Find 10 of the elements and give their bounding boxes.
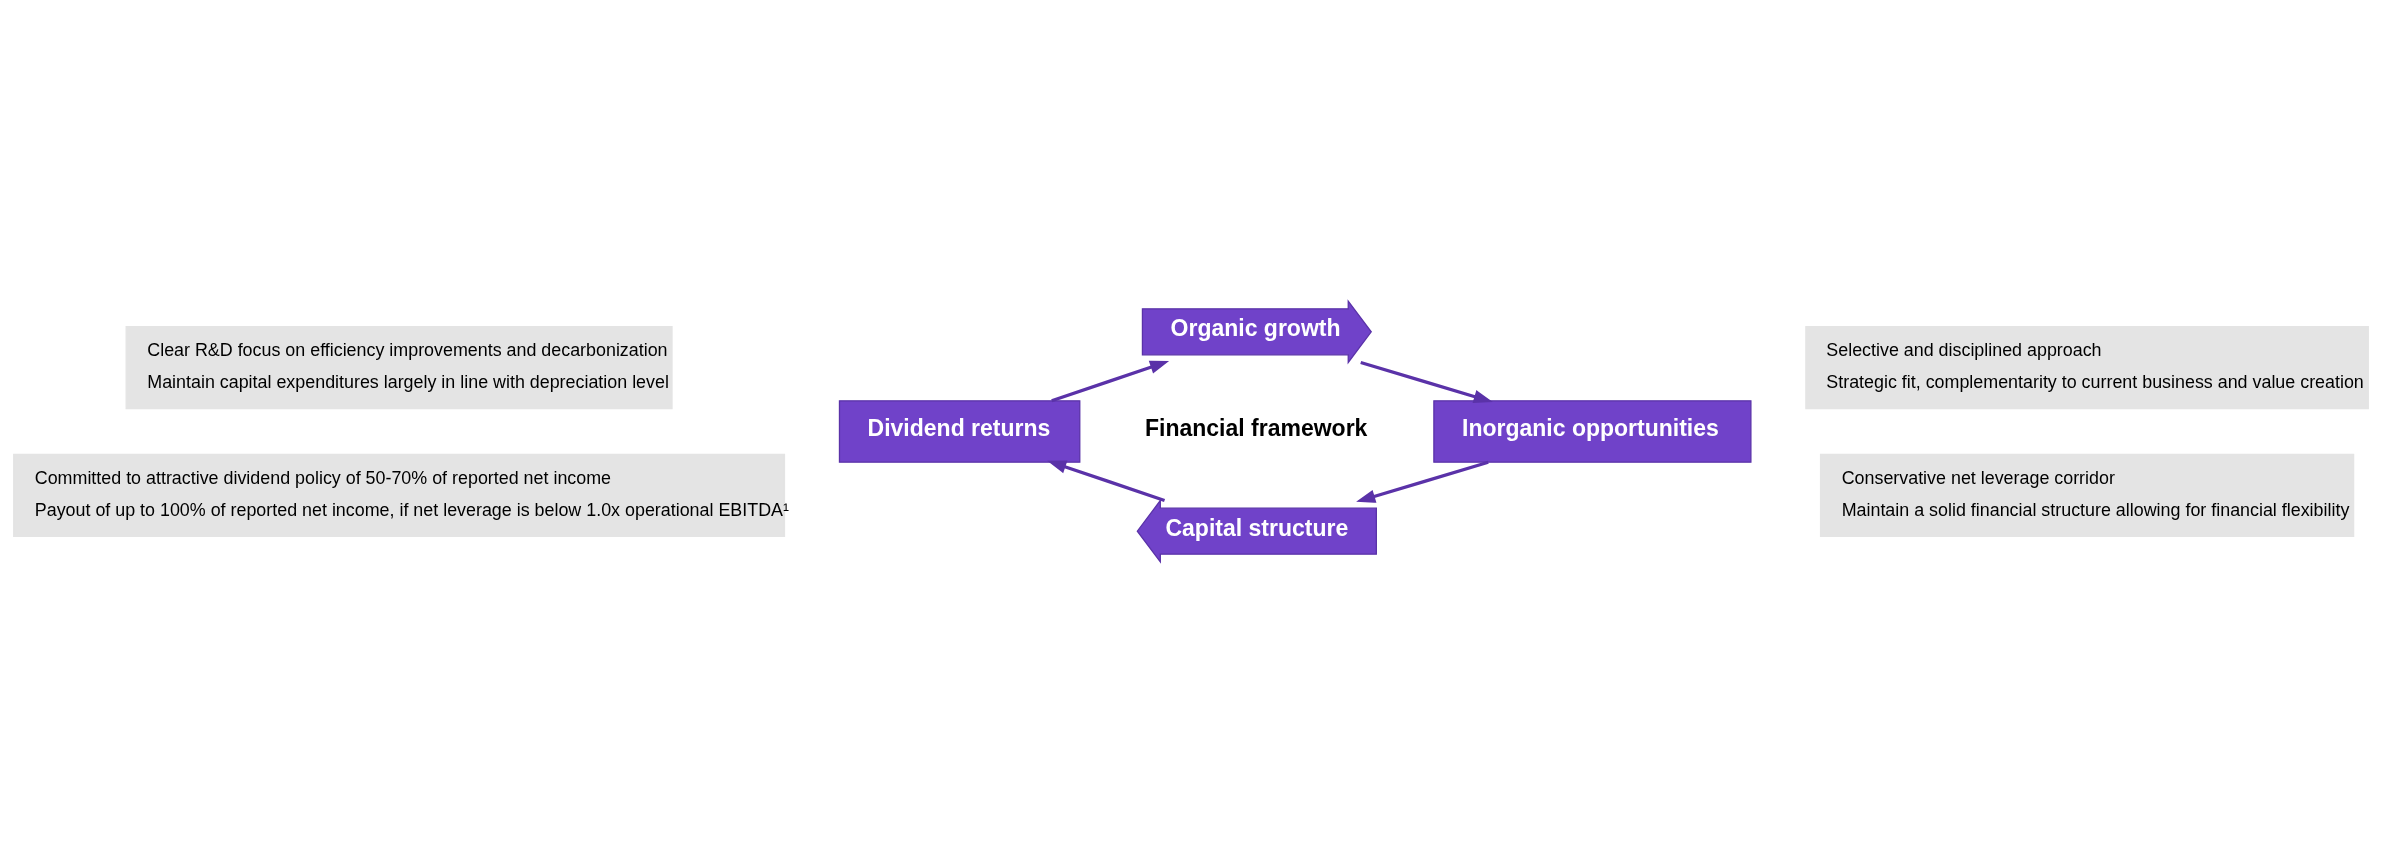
node-text: Financial framework (1144, 414, 1368, 441)
arrow (1356, 460, 1489, 503)
node-box: Clear R&D focus on efficiency improvements and decarbonization Maintain capital expenditures largely in line with depreciation level (125, 325, 673, 409)
node-box: Selective and disciplined approach Strategic fit, complementarity to current business and value creation (1805, 325, 2369, 409)
node-box: Inorganic opportunities (1433, 399, 1752, 463)
arrow (1360, 360, 1493, 403)
node-box: Dividend returns (838, 399, 1081, 463)
node-box: Conservative net leverage corridor Maintain a solid financial structure allowing for financial flexibility (1819, 453, 2355, 537)
arrow (1047, 459, 1166, 502)
arrow (1051, 360, 1170, 402)
